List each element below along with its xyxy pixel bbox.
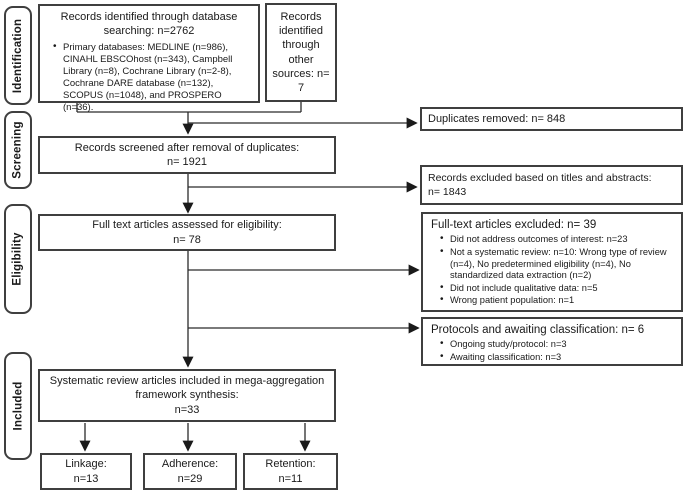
- linkage-label: Linkage:: [65, 458, 107, 471]
- records-screened-line1: Records screened after removal of duplic…: [74, 141, 300, 154]
- fulltext-excluded-bullet: Not a systematic review: n=10: Wrong typ…: [437, 246, 671, 282]
- fulltext-excluded-header: Full-text articles excluded: n= 39: [431, 219, 597, 231]
- fulltext-assessed-count: n= 78: [173, 233, 201, 246]
- protocols-header: Protocols and awaiting classification: n…: [431, 324, 645, 336]
- box-duplicates-removed: Duplicates removed: n= 848: [420, 107, 683, 131]
- other-sources-title: Records identified through other sources…: [272, 10, 330, 95]
- box-protocols: Protocols and awaiting classification: n…: [421, 317, 683, 366]
- box-fulltext-excluded: Full-text articles excluded: n= 39 Did n…: [421, 212, 683, 312]
- box-database-search: Records identified through database sear…: [38, 4, 260, 113]
- box-records-screened: Records screened after removal of duplic…: [38, 136, 336, 174]
- stage-eligibility: Eligibility: [4, 204, 32, 314]
- included-synthesis-count: n=33: [174, 403, 200, 416]
- database-search-title: Records identified through database sear…: [60, 11, 238, 38]
- included-synthesis-title: Systematic review articles included in m…: [49, 375, 325, 402]
- stage-eligibility-label: Eligibility: [12, 232, 25, 286]
- box-adherence: Adherence: n=29: [143, 453, 237, 490]
- fulltext-assessed-line1: Full text articles assessed for eligibil…: [92, 219, 282, 232]
- database-search-bullets: Primary databases: MEDLINE (n=986), CINA…: [40, 41, 258, 115]
- protocols-bullets: Ongoing study/protocol: n=3 Awaiting cla…: [431, 338, 675, 364]
- fulltext-excluded-bullet: Did not address outcomes of interest: n=…: [437, 233, 671, 246]
- stage-screening: Screening: [4, 111, 32, 189]
- box-retention: Retention: n=11: [243, 453, 338, 490]
- excluded-titles-count: n= 1843: [428, 186, 467, 198]
- box-fulltext-assessed: Full text articles assessed for eligibil…: [38, 214, 336, 251]
- box-excluded-titles: Records excluded based on titles and abs…: [420, 165, 683, 205]
- stage-included: Included: [4, 352, 32, 460]
- stage-identification: Identification: [4, 6, 32, 105]
- linkage-count: n=13: [73, 472, 99, 485]
- stage-identification-label: Identification: [12, 18, 25, 93]
- protocols-bullet: Ongoing study/protocol: n=3: [437, 338, 671, 351]
- records-screened-count: n= 1921: [166, 156, 208, 168]
- retention-count: n=11: [278, 472, 303, 485]
- database-search-bullet: Primary databases: MEDLINE (n=986), CINA…: [50, 41, 252, 115]
- fulltext-excluded-bullet: Wrong patient population: n=1: [437, 294, 671, 307]
- fulltext-excluded-bullet: Did not include qualitative data: n=5: [437, 282, 671, 295]
- retention-label: Retention:: [265, 458, 316, 471]
- stage-screening-label: Screening: [12, 121, 24, 179]
- stage-included-label: Included: [12, 381, 25, 431]
- adherence-label: Adherence:: [161, 458, 219, 471]
- excluded-titles-line1: Records excluded based on titles and abs…: [428, 171, 652, 184]
- fulltext-excluded-bullets: Did not address outcomes of interest: n=…: [431, 233, 675, 307]
- box-other-sources: Records identified through other sources…: [265, 3, 337, 102]
- duplicates-removed-text: Duplicates removed: n= 848: [428, 112, 566, 125]
- protocols-bullet: Awaiting classification: n=3: [437, 351, 671, 364]
- box-linkage: Linkage: n=13: [40, 453, 132, 490]
- box-included-synthesis: Systematic review articles included in m…: [38, 369, 336, 422]
- adherence-count: n=29: [177, 472, 203, 485]
